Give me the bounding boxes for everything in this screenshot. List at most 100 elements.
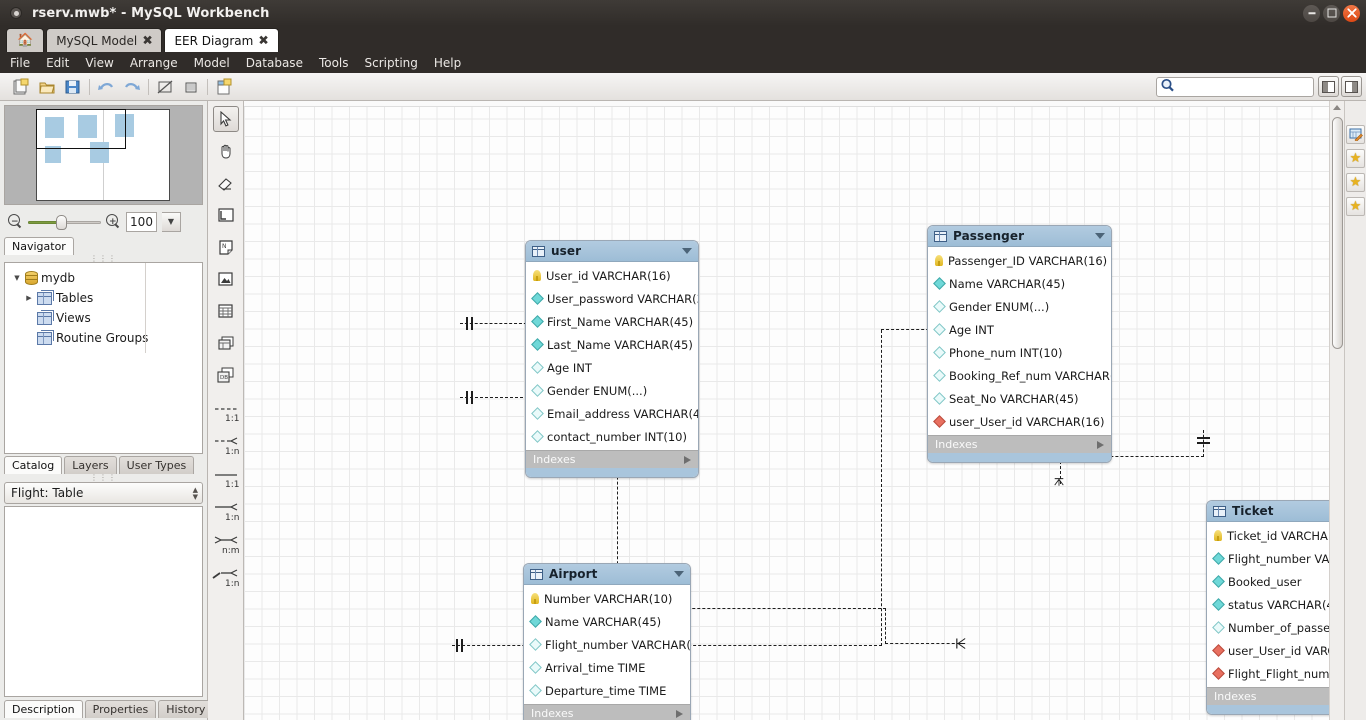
- edit-table-icon[interactable]: [1346, 125, 1365, 144]
- tree-item-mydb[interactable]: ▼ mydb: [8, 268, 199, 288]
- table-column[interactable]: Phone_num INT(10): [928, 341, 1111, 364]
- table-column[interactable]: user_User_id VARCHAR(16): [928, 410, 1111, 433]
- tab-catalog[interactable]: Catalog: [4, 456, 63, 474]
- view-tool[interactable]: [213, 330, 239, 356]
- bookmark-star-icon-2[interactable]: ★: [1346, 173, 1365, 192]
- relation-1-1-identifying[interactable]: 1:1: [211, 399, 241, 429]
- table-column[interactable]: Arrival_time TIME: [524, 656, 690, 679]
- table-column[interactable]: Booking_Ref_num VARCHAR(45): [928, 364, 1111, 387]
- tab-description[interactable]: Description: [4, 700, 83, 718]
- chevron-down-icon[interactable]: [1095, 233, 1105, 239]
- indexes-section[interactable]: Indexes: [524, 704, 690, 720]
- table-column[interactable]: Flight_number VARCHAR(45): [524, 633, 690, 656]
- zoom-value-field[interactable]: 100: [126, 211, 157, 232]
- eraser-tool[interactable]: [213, 170, 239, 196]
- relationship-flight-ticket[interactable]: [1203, 430, 1204, 457]
- table-column[interactable]: Name VARCHAR(45): [524, 610, 690, 633]
- menu-arrange[interactable]: Arrange: [129, 55, 178, 70]
- table-header[interactable]: user: [526, 241, 698, 262]
- bookmark-star-icon-3[interactable]: ★: [1346, 197, 1365, 216]
- open-model-icon[interactable]: [34, 75, 60, 99]
- description-textarea[interactable]: [4, 506, 203, 697]
- sidebar-splitter-1[interactable]: ⋮⋮⋮: [90, 254, 117, 263]
- canvas-vertical-scrollbar[interactable]: [1329, 101, 1344, 720]
- search-input[interactable]: [1175, 80, 1305, 94]
- table-column[interactable]: Booked_user: [1207, 570, 1366, 593]
- zoom-out-icon[interactable]: −: [8, 214, 23, 229]
- menu-edit[interactable]: Edit: [46, 55, 70, 70]
- new-diagram-icon[interactable]: [211, 75, 237, 99]
- chevron-down-icon[interactable]: ▼: [14, 274, 20, 282]
- tree-item-tables[interactable]: ▶ Tables: [8, 288, 199, 308]
- menu-file[interactable]: File: [10, 55, 31, 70]
- sidebar-splitter-2[interactable]: ⋮⋮⋮: [90, 473, 117, 482]
- snap-grid-icon[interactable]: [178, 75, 204, 99]
- table-header[interactable]: Airport: [524, 564, 690, 585]
- new-model-icon[interactable]: [8, 75, 34, 99]
- chevron-right-icon[interactable]: [676, 709, 683, 718]
- chevron-right-icon[interactable]: ▶: [26, 294, 32, 302]
- table-column[interactable]: Name VARCHAR(45): [928, 272, 1111, 295]
- maximize-button[interactable]: [1323, 4, 1340, 22]
- menu-scripting[interactable]: Scripting: [364, 55, 418, 70]
- minimize-button[interactable]: [1303, 4, 1320, 22]
- tree-item-views[interactable]: Views: [8, 308, 199, 328]
- indexes-section[interactable]: Indexes: [928, 435, 1111, 453]
- menu-view[interactable]: View: [85, 55, 114, 70]
- minimap-viewport[interactable]: [36, 109, 126, 149]
- note-tool[interactable]: N: [213, 234, 239, 260]
- tab-layers[interactable]: Layers: [64, 456, 117, 474]
- relation-1-1-non-identifying[interactable]: 1:1: [211, 465, 241, 495]
- hand-tool[interactable]: [213, 138, 239, 164]
- close-icon[interactable]: ✖: [142, 33, 154, 48]
- search-box[interactable]: [1156, 77, 1314, 97]
- app-menu-icon[interactable]: [10, 7, 22, 19]
- image-tool[interactable]: [213, 266, 239, 292]
- catalog-tree[interactable]: ▼ mydb ▶ Tables Views Routine Groups: [4, 262, 203, 454]
- slider-knob[interactable]: [56, 214, 67, 230]
- toggle-sidebar-button[interactable]: [1318, 76, 1339, 97]
- chevron-down-icon[interactable]: [682, 248, 692, 254]
- chevron-down-icon[interactable]: ▼: [162, 211, 181, 232]
- save-model-icon[interactable]: [60, 75, 86, 99]
- tab-properties[interactable]: Properties: [84, 700, 157, 718]
- bookmark-star-icon-1[interactable]: ★: [1346, 149, 1365, 168]
- scrollbar-thumb[interactable]: [1332, 117, 1343, 349]
- table-column[interactable]: Email_address VARCHAR(45): [526, 402, 698, 425]
- toggle-grid-icon[interactable]: [152, 75, 178, 99]
- relationship-user-passenger[interactable]: [460, 323, 576, 324]
- toggle-secondary-sidebar-button[interactable]: [1341, 76, 1362, 97]
- redo-icon[interactable]: [119, 75, 145, 99]
- table-column[interactable]: Age INT: [928, 318, 1111, 341]
- table-column[interactable]: status VARCHAR(45): [1207, 593, 1366, 616]
- menu-database[interactable]: Database: [245, 55, 303, 70]
- relation-pick-columns[interactable]: 1:n: [211, 564, 241, 594]
- table-column[interactable]: Ticket_id VARCHAR(16): [1207, 524, 1366, 547]
- stepper-icon[interactable]: ▲▼: [192, 485, 198, 501]
- relation-1-n-identifying[interactable]: 1:n: [211, 432, 241, 462]
- menu-model[interactable]: Model: [193, 55, 230, 70]
- table-header[interactable]: Passenger: [928, 226, 1111, 247]
- table-column[interactable]: First_Name VARCHAR(45): [526, 310, 698, 333]
- object-selector[interactable]: Flight: Table ▲▼: [4, 482, 203, 504]
- indexes-section[interactable]: Indexes: [1207, 687, 1366, 705]
- table-column[interactable]: Gender ENUM(...): [526, 379, 698, 402]
- routine-group-tool[interactable]: DB: [213, 362, 239, 388]
- pointer-tool[interactable]: [212, 106, 239, 132]
- table-column[interactable]: Departure_time TIME: [524, 679, 690, 702]
- indexes-section[interactable]: Indexes: [526, 450, 698, 468]
- zoom-slider[interactable]: [28, 214, 101, 230]
- tab-history[interactable]: History: [158, 700, 214, 718]
- layer-tool[interactable]: [213, 202, 239, 228]
- table-column[interactable]: User_password VARCHAR(32): [526, 287, 698, 310]
- tree-item-routine-groups[interactable]: Routine Groups: [8, 328, 199, 348]
- relation-1-n-non-identifying[interactable]: 1:n: [211, 498, 241, 528]
- menu-help[interactable]: Help: [433, 55, 462, 70]
- table-column[interactable]: Seat_No VARCHAR(45): [928, 387, 1111, 410]
- table-header[interactable]: Ticket: [1207, 501, 1366, 522]
- menu-tools[interactable]: Tools: [318, 55, 349, 70]
- table-tool[interactable]: [213, 298, 239, 324]
- close-icon[interactable]: ✖: [258, 33, 270, 48]
